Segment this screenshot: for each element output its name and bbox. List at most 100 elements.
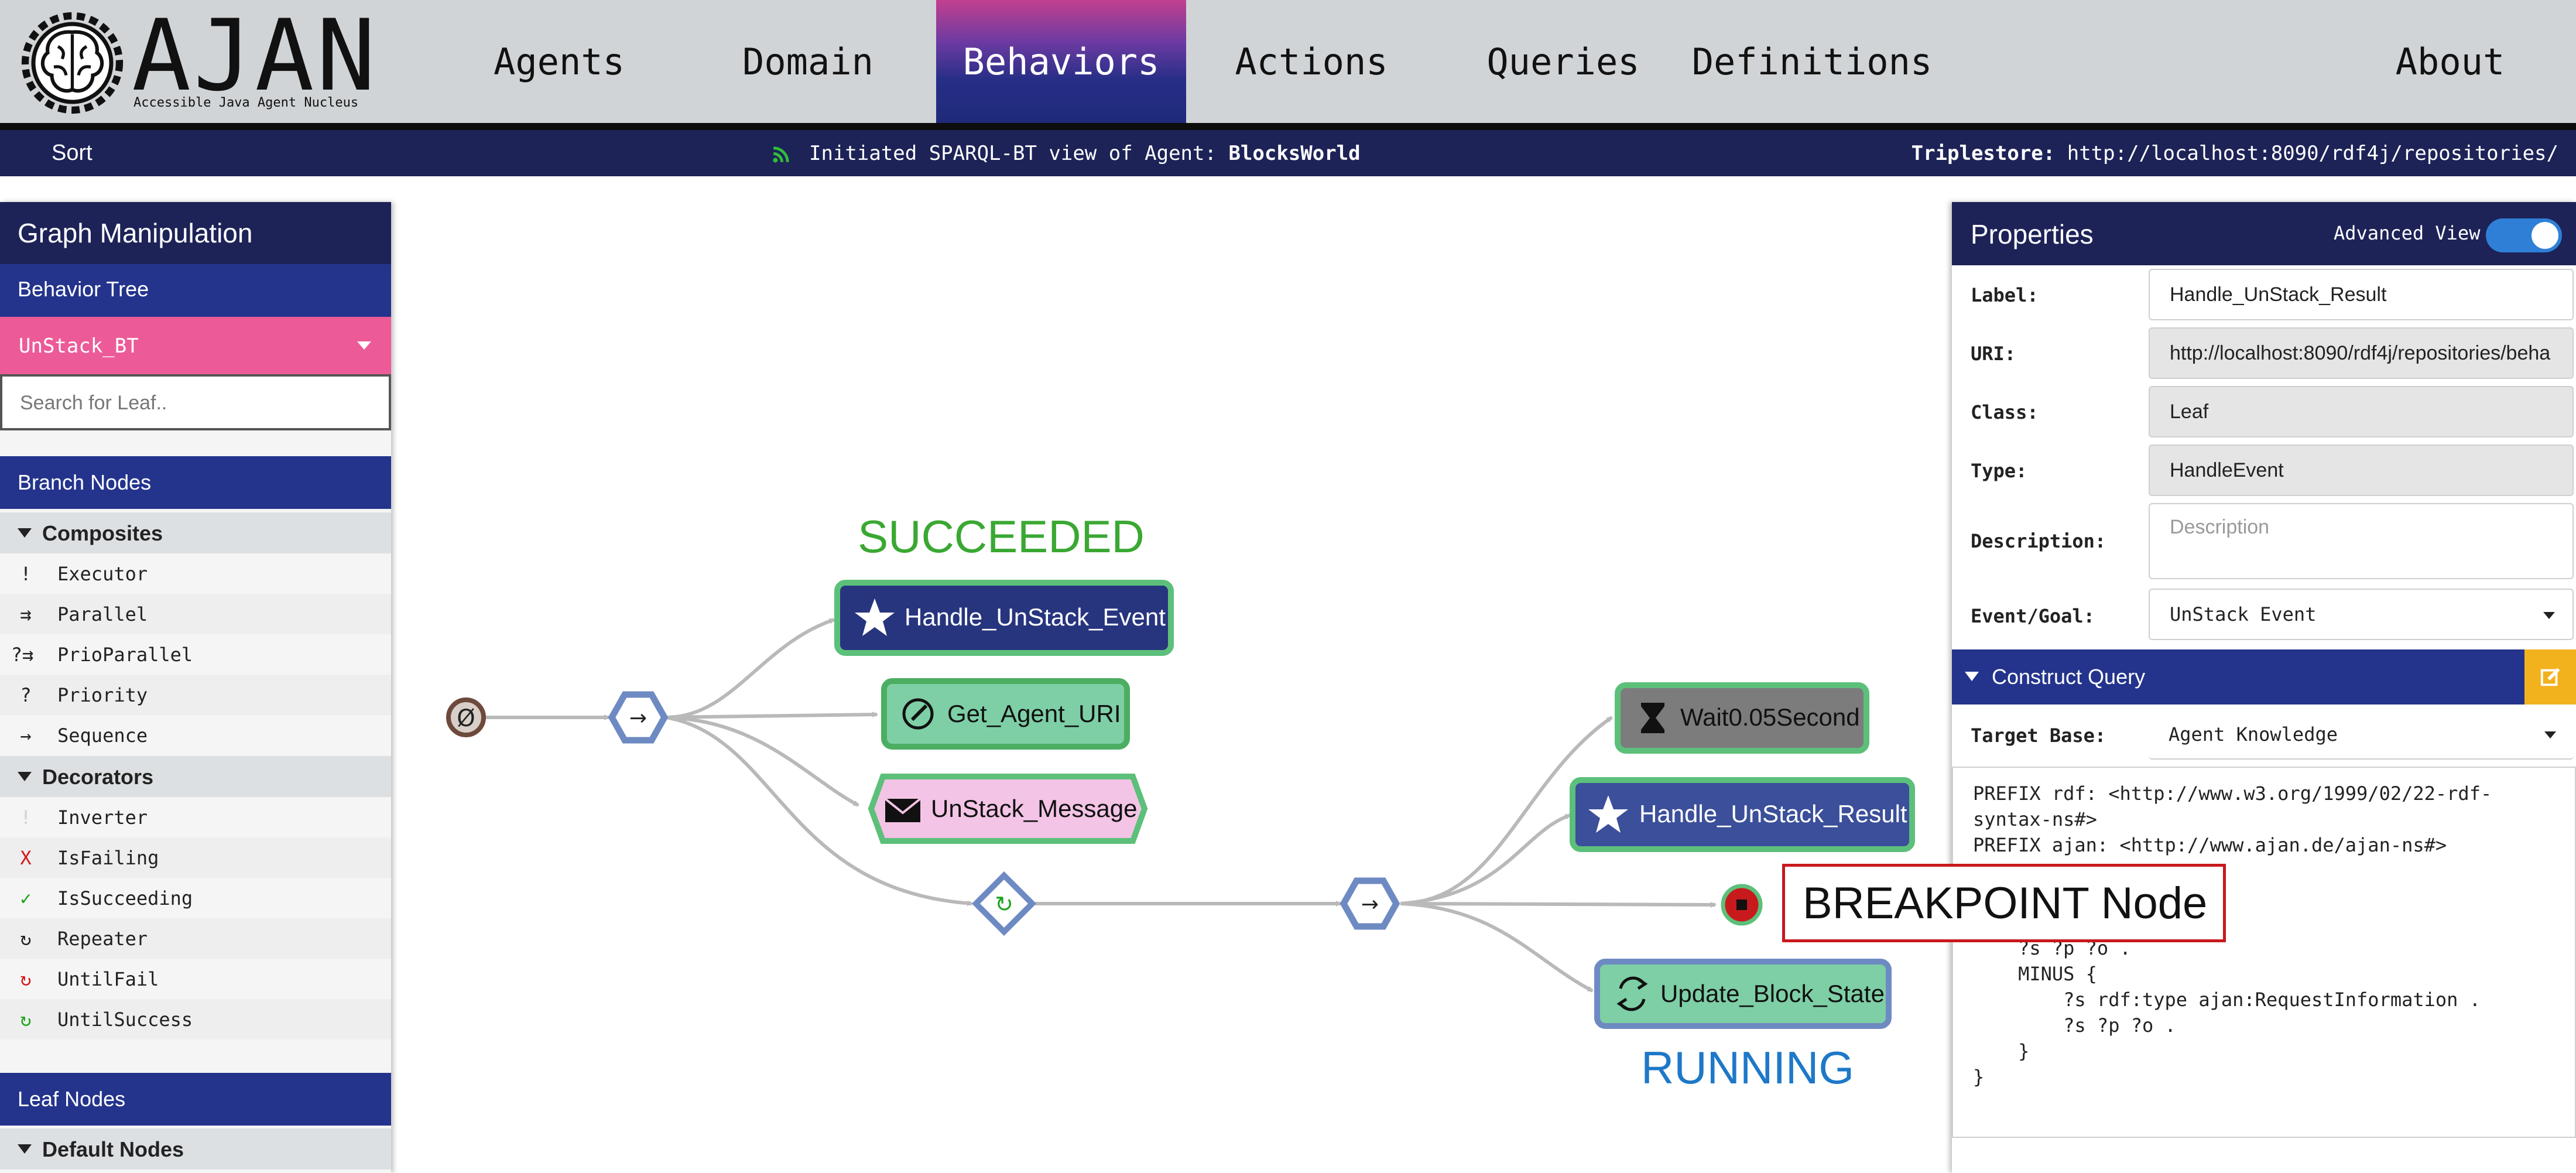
decorators-category[interactable]: Decorators	[0, 756, 391, 797]
sequence-node-inner[interactable]: →	[1340, 877, 1400, 930]
check-icon: ✓	[20, 887, 32, 909]
node-repeater[interactable]: ↻ Repeater	[0, 918, 391, 959]
node-untilfail[interactable]: ↻ UntilFail	[0, 959, 391, 999]
node-label: Handle_UnStack_Result	[1639, 800, 1907, 827]
search-placeholder: Search for Leaf..	[20, 392, 167, 414]
default-nodes-label: Default Nodes	[42, 1137, 184, 1161]
nav-domain[interactable]: Domain	[742, 40, 873, 83]
node-name: Repeater	[57, 928, 148, 950]
toggle-knob	[2532, 222, 2558, 249]
node-wait[interactable]: Wait0.05Second	[1615, 682, 1869, 754]
node-label: Handle_UnStack_Event	[905, 603, 1166, 631]
nav-divider	[0, 123, 2576, 130]
breakpoint-annotation: BREAKPOINT Node	[1782, 864, 2226, 942]
panel-title: Graph Manipulation	[18, 218, 253, 248]
edge-to-update-block-state	[1400, 902, 1594, 993]
nav-about[interactable]: About	[2395, 40, 2505, 83]
sort-button[interactable]: Sort	[52, 141, 93, 165]
status-message: Initiated SPARQL-BT view of Agent: Block…	[809, 142, 1361, 165]
node-update-block-state[interactable]: Update_Block_State	[1594, 959, 1892, 1029]
nav-queries[interactable]: Queries	[1486, 40, 1640, 83]
caret-down-icon	[2544, 731, 2556, 738]
sparql-query-editor[interactable]: PREFIX rdf: <http://www.w3.org/1999/02/2…	[1952, 767, 2576, 1138]
properties-header: Properties Advanced View	[1952, 202, 2576, 265]
node-name: UntilSuccess	[57, 1008, 193, 1031]
type-key: Type:	[1971, 460, 2027, 482]
node-unstack-message[interactable]: UnStack_Message	[868, 774, 1148, 844]
root-node[interactable]: Ø	[446, 697, 486, 737]
edge-to-unstack-message	[666, 716, 859, 807]
description-row: Description: Description	[1952, 500, 2576, 583]
node-name: Priority	[57, 684, 148, 706]
caret-down-icon	[1965, 672, 1979, 681]
triplestore-url[interactable]: http://localhost:8090/rdf4j/repositories…	[2067, 142, 2558, 165]
branch-nodes-header[interactable]: Branch Nodes	[0, 456, 391, 509]
until-success-node[interactable]: ↻	[971, 871, 1037, 936]
uri-key: URI:	[1971, 343, 2016, 365]
behavior-tree-header: Behavior Tree	[0, 264, 391, 317]
node-handle-unstack-result[interactable]: Handle_UnStack_Result	[1570, 777, 1915, 852]
uri-field[interactable]: http://localhost:8090/rdf4j/repositories…	[2149, 327, 2574, 379]
target-base-value: Agent Knowledge	[2169, 723, 2338, 745]
node-isfailing[interactable]: X IsFailing	[0, 837, 391, 878]
selected-tree-label: UnStack_BT	[19, 334, 139, 358]
repeat-green-icon: ↻	[995, 891, 1013, 917]
node-priority[interactable]: ? Priority	[0, 675, 391, 715]
node-issucceeding[interactable]: ✓ IsSucceeding	[0, 878, 391, 918]
leaf-search-input[interactable]: Search for Leaf..	[0, 374, 391, 430]
construct-query-header[interactable]: Construct Query	[1952, 649, 2576, 705]
sequence-arrow-icon: →	[1361, 892, 1379, 916]
node-get-agent-uri[interactable]: Get_Agent_URI	[881, 678, 1130, 750]
node-sequence[interactable]: → Sequence	[0, 715, 391, 755]
target-base-key: Target Base:	[1971, 724, 2106, 747]
label-input[interactable]: Handle_UnStack_Result	[2149, 269, 2574, 320]
node-name: Executor	[57, 563, 148, 585]
node-untilsuccess[interactable]: ↻ UntilSuccess	[0, 999, 391, 1039]
sync-icon	[1616, 976, 1648, 1011]
sequence-icon: →	[20, 724, 32, 747]
node-parallel[interactable]: ⇉ Parallel	[0, 594, 391, 634]
type-field[interactable]: HandleEvent	[2149, 444, 2574, 496]
default-nodes-category[interactable]: Default Nodes	[0, 1128, 391, 1169]
edge-to-handle-unstack-event	[666, 618, 835, 719]
edit-icon	[902, 698, 934, 730]
caret-down-icon	[2543, 612, 2555, 619]
properties-title: Properties	[1971, 219, 2094, 249]
label-key: Label:	[1971, 284, 2039, 306]
class-field[interactable]: Leaf	[2149, 386, 2574, 437]
description-textarea[interactable]: Description	[2149, 503, 2574, 579]
composites-category[interactable]: Composites	[0, 512, 391, 553]
triplestore-info: Triplestore: http://localhost:8090/rdf4j…	[1912, 142, 2558, 165]
nav-behaviors[interactable]: Behaviors	[936, 0, 1186, 123]
breakpoint-node[interactable]	[1721, 884, 1763, 926]
behavior-tree-canvas[interactable]: Ø → SUCCEEDED Handle_UnStack_Event Get_A…	[391, 176, 1952, 1173]
event-goal-select[interactable]: UnStack Event	[2149, 589, 2574, 640]
target-base-select[interactable]: Agent Knowledge	[2149, 710, 2574, 760]
node-name: PrioParallel	[57, 644, 193, 666]
uri-row: URI: http://localhost:8090/rdf4j/reposit…	[1952, 324, 2576, 382]
nav-definitions[interactable]: Definitions	[1691, 40, 1933, 83]
node-handle-unstack-event[interactable]: Handle_UnStack_Event	[834, 580, 1174, 656]
construct-query-label: Construct Query	[1992, 665, 2146, 689]
event-goal-value: UnStack Event	[2170, 603, 2317, 625]
leaf-nodes-header[interactable]: Leaf Nodes	[0, 1073, 391, 1126]
node-name: UntilFail	[57, 968, 159, 990]
advanced-view-toggle[interactable]	[2486, 218, 2562, 252]
node-inverter[interactable]: ! Inverter	[0, 797, 391, 837]
behavior-tree-select[interactable]: UnStack_BT	[0, 317, 391, 374]
nav-agents[interactable]: Agents	[494, 40, 625, 83]
node-name: IsFailing	[57, 847, 159, 869]
node-name: IsSucceeding	[57, 887, 193, 909]
node-name: Inverter	[57, 806, 148, 829]
nav-actions[interactable]: Actions	[1235, 40, 1388, 83]
app-subtitle: Accessible Java Agent Nucleus	[133, 95, 359, 110]
star-icon	[855, 599, 895, 636]
sequence-node-main[interactable]: →	[608, 691, 669, 744]
decorators-label: Decorators	[42, 765, 154, 789]
node-executor[interactable]: ! Executor	[0, 553, 391, 594]
node-prioparallel[interactable]: ?⇉ PrioParallel	[0, 634, 391, 675]
node-label: UnStack_Message	[931, 795, 1138, 822]
edit-query-button[interactable]	[2524, 649, 2576, 705]
composites-label: Composites	[42, 521, 163, 545]
behavior-tree-label: Behavior Tree	[18, 277, 149, 301]
